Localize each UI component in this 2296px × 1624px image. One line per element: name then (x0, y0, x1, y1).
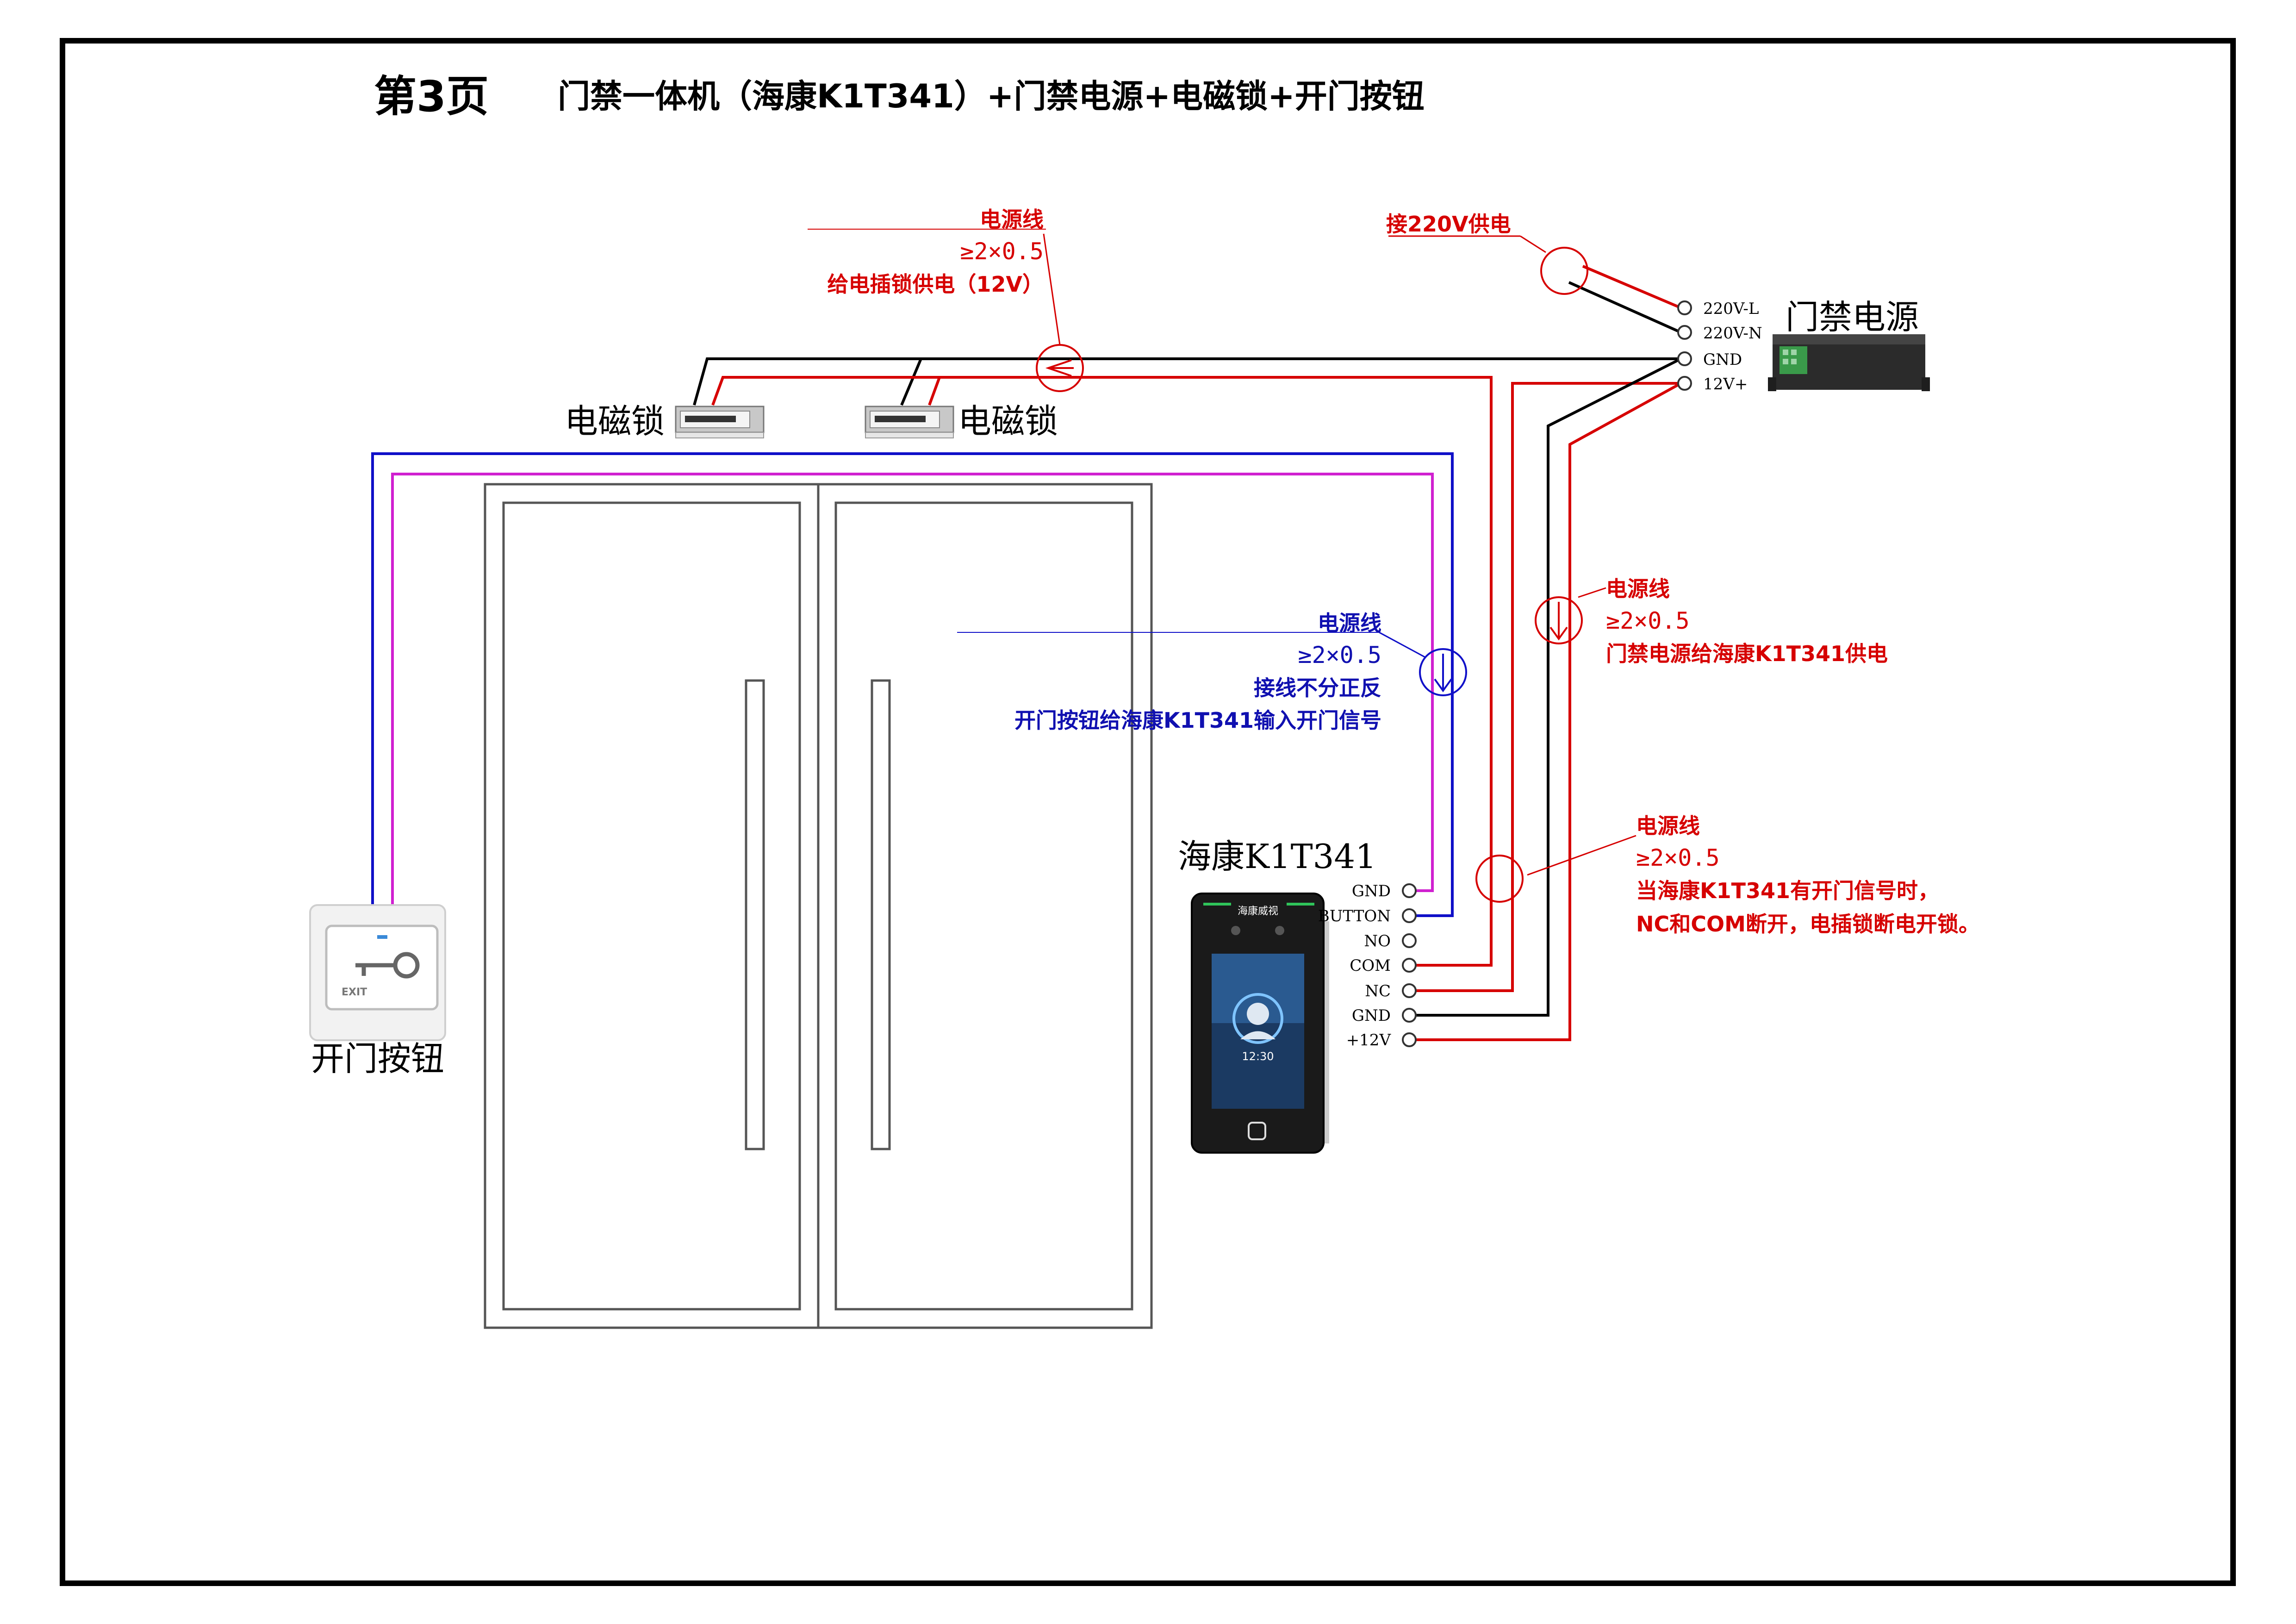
terminal-label: GND (1352, 1006, 1391, 1025)
wire-red-nc (1409, 382, 1681, 992)
terminal-icon (1677, 325, 1692, 340)
terminal-label: 220V-L (1703, 300, 1759, 318)
wire-black-lock-gnd (693, 357, 1681, 406)
terminal-icon (1402, 883, 1417, 898)
terminal-label: 12V+ (1703, 375, 1748, 394)
terminal-label: NO (1364, 932, 1391, 950)
note-lock-switch-1: 电源线 (1636, 813, 1700, 838)
door-left-handle (745, 679, 765, 1150)
callout-lock-power (808, 229, 1084, 392)
device-clock: 12:30 (1242, 1050, 1274, 1063)
terminal-label: 220V-N (1703, 324, 1762, 343)
exit-button-label: 开门按钮 (311, 1039, 444, 1078)
note-lock-switch-3: 当海康K1T341有开门信号时， (1636, 878, 1939, 903)
terminal-icon (1402, 1032, 1417, 1047)
callout-button-signal (957, 631, 1467, 696)
note-device-power-1: 电源线 (1606, 576, 1670, 601)
device-label: 海康K1T341 (1178, 837, 1376, 876)
terminal-icon (1677, 300, 1692, 315)
double-door (484, 483, 1153, 1329)
maglock-left-label: 电磁锁 (565, 402, 665, 441)
exit-button-device: EXIT (309, 904, 446, 1041)
note-lock-power-2: ≥2×0.5 (960, 238, 1044, 265)
power-terminals: 220V-L 220V-N GND 12V+ (1677, 300, 1762, 394)
note-button-signal-1: 电源线 (1318, 611, 1381, 636)
terminal-label: GND (1703, 350, 1742, 369)
terminal-icon (1677, 351, 1692, 366)
maglock-right-label: 电磁锁 (958, 402, 1058, 441)
maglock-left (675, 406, 765, 438)
terminal-label: COM (1350, 956, 1391, 975)
device-brand: 海康威视 (1238, 906, 1278, 917)
wire-mains-l (1582, 265, 1682, 309)
terminal-label: +12V (1346, 1031, 1392, 1049)
note-button-signal-2: ≥2×0.5 (1298, 642, 1381, 668)
face-icon (1247, 1003, 1269, 1025)
camera-icon (1275, 926, 1284, 935)
maglock-right (865, 406, 954, 438)
power-supply-unit (1768, 334, 1930, 391)
terminal-label: NC (1365, 982, 1391, 1000)
note-mains: 接220V供电 (1386, 212, 1511, 237)
note-button-signal-4: 开门按钮给海康K1T341输入开门信号 (1014, 708, 1381, 733)
fingerprint-icon (1248, 1122, 1266, 1140)
exit-text: EXIT (342, 987, 367, 998)
wire-black-device-gnd (1409, 357, 1682, 1017)
key-icon (355, 952, 420, 979)
door-left-panel (502, 501, 801, 1311)
wire-red-device-12v (1409, 382, 1682, 1041)
device-terminals: GND BUTTON NO COM NC GND +12V (1318, 882, 1417, 1049)
note-lock-switch-4: NC和COM断开，电插锁断电开锁。 (1636, 912, 1980, 937)
note-device-power-2: ≥2×0.5 (1606, 607, 1690, 634)
page-subtitle: 门禁一体机（海康K1T341）+门禁电源+电磁锁+开门按钮 (558, 77, 1425, 115)
callout-lock-switch (1475, 835, 1636, 903)
callout-mains (1388, 235, 1588, 295)
wire-red-lock-com (711, 376, 1493, 967)
door-right-panel (834, 501, 1133, 1311)
note-lock-power-1: 电源线 (980, 207, 1044, 232)
note-lock-power-3: 给电插锁供电（12V） (827, 272, 1044, 297)
note-device-power-3: 门禁电源给海康K1T341供电 (1606, 641, 1888, 666)
terminal-label: BUTTON (1318, 907, 1391, 925)
page-frame (60, 38, 2236, 1586)
terminal-label: GND (1352, 882, 1391, 900)
note-lock-switch-2: ≥2×0.5 (1636, 844, 1720, 871)
door-right-handle (871, 679, 891, 1150)
terminal-icon (1402, 933, 1417, 948)
page-number: 第3页 (374, 72, 489, 121)
terminal-icon (1402, 1008, 1417, 1023)
callout-device-power (1535, 587, 1606, 644)
terminal-icon (1402, 958, 1417, 973)
wire-mains-n (1568, 281, 1682, 334)
wire-magenta-button (391, 473, 1434, 907)
power-supply-label: 门禁电源 (1786, 298, 1919, 337)
camera-icon (1231, 926, 1240, 935)
terminal-icon (1402, 983, 1417, 998)
terminal-icon (1402, 908, 1417, 923)
note-button-signal-3: 接线不分正反 (1254, 675, 1381, 700)
wire-blue-button (371, 452, 1454, 917)
terminal-icon (1677, 376, 1692, 391)
face-terminal-device: 海康威视 12:30 (1191, 893, 1329, 1154)
